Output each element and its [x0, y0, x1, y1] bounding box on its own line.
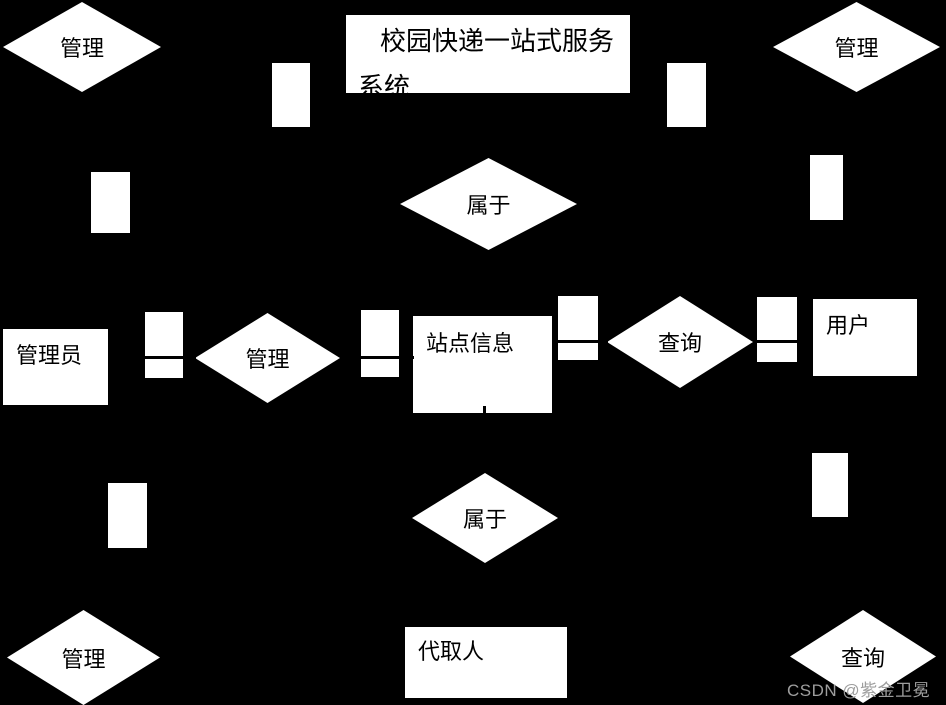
connector-admin-manage [108, 356, 196, 359]
connector-site-query [552, 340, 608, 343]
entity-label: 管理员 [16, 343, 83, 368]
cardinality-box-left-lower [108, 483, 147, 548]
cardinality-box-manage-site [361, 310, 399, 377]
entity-agent: 代取人 [405, 627, 567, 698]
system-title-box: 校园快递一站式服务 系统 [346, 15, 630, 93]
relation-label: 属于 [466, 193, 511, 218]
relation-manage-mid: 管理 [195, 313, 340, 403]
cardinality-box-right-upper [810, 155, 843, 220]
system-title-line2: 系统 [358, 73, 411, 93]
connector-manage-site [340, 356, 414, 359]
relation-label: 查询 [657, 331, 702, 356]
relation-label: 查询 [840, 645, 885, 671]
entity-site-info: 站点信息 [413, 316, 552, 413]
cardinality-box-query-user [757, 297, 797, 362]
connector-site-belongs-tick [483, 406, 486, 416]
cardinality-box-left-upper [91, 172, 130, 233]
relation-belongs-bottom: 属于 [412, 473, 558, 563]
csdn-watermark: CSDN @紫金卫冕 [787, 681, 931, 700]
cardinality-box-site-query [558, 296, 598, 360]
relation-label: 管理 [245, 347, 290, 372]
relation-manage-top-right: 管理 [773, 2, 940, 92]
relation-manage-top-left: 管理 [3, 2, 161, 92]
entity-admin: 管理员 [3, 329, 108, 405]
cardinality-box-right-lower [812, 453, 848, 517]
relation-label: 属于 [462, 507, 507, 532]
relation-manage-bottom: 管理 [7, 610, 160, 705]
relation-belongs-top: 属于 [400, 158, 577, 250]
connector-query-user [753, 340, 798, 343]
relation-query-mid: 查询 [607, 296, 753, 388]
system-title-line1: 校园快递一站式服务 [380, 27, 615, 56]
entity-user: 用户 [813, 299, 917, 376]
cardinality-box-top-left [272, 63, 310, 127]
relation-label: 管理 [59, 36, 104, 61]
entity-label: 用户 [826, 313, 871, 338]
entity-label: 站点信息 [426, 331, 515, 356]
entity-label: 代取人 [418, 639, 485, 664]
cardinality-box-admin-manage [145, 312, 183, 378]
relation-label: 管理 [834, 36, 879, 61]
cardinality-box-top-right [667, 63, 706, 127]
relation-label: 管理 [61, 646, 106, 672]
